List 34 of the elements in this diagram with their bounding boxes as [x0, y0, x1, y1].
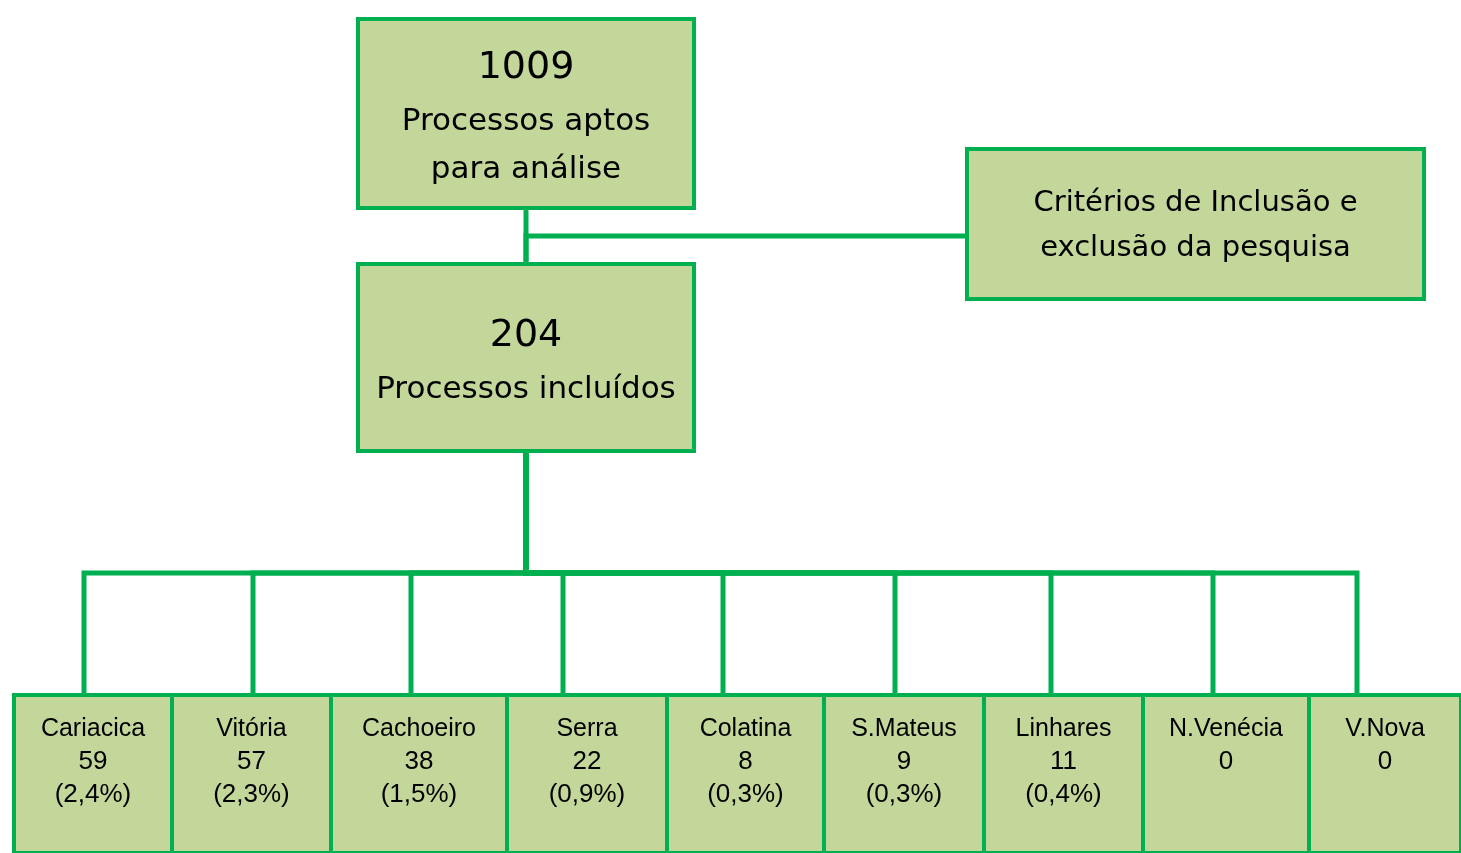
count-number: 1009: [476, 42, 576, 89]
box-text: 9: [896, 743, 912, 777]
municipality-name: Linhares: [1015, 712, 1112, 743]
process-box: [356, 17, 696, 210]
box-text: 11: [1050, 743, 1077, 777]
connector-line: [523, 233, 965, 262]
box-text: 38: [404, 743, 434, 777]
municipality-name: S.Mateus: [851, 712, 957, 743]
municipality-name: Vitória: [216, 712, 287, 743]
box-text: (0,4%): [1025, 777, 1102, 811]
box-text: 22: [572, 743, 602, 777]
box-text: Processos aptos para análise: [400, 99, 652, 187]
municipality-name: V.Nova: [1345, 712, 1425, 743]
box-text: 8: [738, 743, 753, 777]
box-text: (0,3%): [865, 777, 943, 811]
box-text: (2,4%): [54, 777, 132, 811]
process-box: [356, 262, 696, 453]
municipality-name: Colatina: [699, 712, 792, 743]
count-number: 204: [488, 310, 564, 358]
municipality-name: Cariacica: [40, 712, 146, 743]
box-text: 0: [1218, 743, 1234, 777]
municipality-name: Serra: [556, 712, 618, 743]
box-text: (0,3%): [707, 777, 784, 811]
process-box: [965, 147, 1426, 301]
box-text: Critérios de Inclusão e exclusão da pesquisa: [1032, 183, 1359, 265]
box-text: 0: [1377, 743, 1393, 777]
municipality-name: Cachoeiro: [362, 712, 476, 743]
box-text: (0,9%): [548, 777, 626, 811]
box-text: (2,3%): [213, 777, 290, 811]
box-text: (1,5%): [380, 777, 458, 811]
box-text: 59: [78, 743, 108, 777]
box-text: 57: [237, 743, 266, 777]
municipality-name: N.Venécia: [1169, 712, 1283, 743]
box-text: Processos incluídos: [375, 367, 677, 407]
